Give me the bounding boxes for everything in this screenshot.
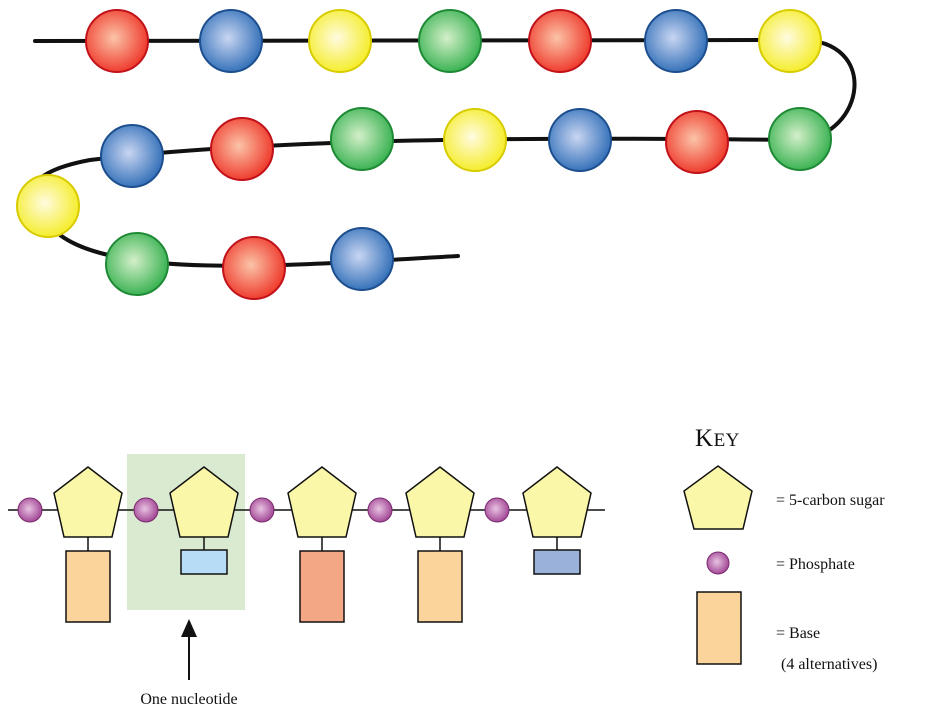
key-title: KEY: [695, 425, 740, 452]
bead-red: [222, 236, 286, 300]
sugar-pentagon: [53, 466, 123, 538]
legend-key: KEY = 5-carbon sugar = Phosphate = Base …: [683, 425, 885, 673]
phosphate-circle: [484, 497, 510, 523]
bead-green: [105, 232, 169, 296]
rectangle-icon: [696, 591, 742, 665]
bead-blue: [199, 9, 263, 73]
base-rectangle: [417, 550, 463, 623]
phosphate-circle: [17, 497, 43, 523]
sugar-pentagon: [287, 466, 357, 538]
bead-blue: [548, 108, 612, 172]
bead-blue: [644, 9, 708, 73]
polynucleotide-strand: [16, 9, 857, 300]
sugar-pentagon: [169, 466, 239, 538]
nucleotide-chain: One nucleotide: [8, 454, 605, 708]
sugar-pentagon: [522, 466, 592, 538]
nucleotide-caption: One nucleotide: [140, 691, 237, 708]
nucleotide-arrow: [181, 619, 197, 680]
sugar-pentagon: [405, 466, 475, 538]
bead-blue: [100, 124, 164, 188]
key-sublabel-base: (4 alternatives): [781, 656, 877, 673]
base-rectangle: [533, 549, 581, 575]
bead-yellow: [443, 108, 507, 172]
bead-yellow: [308, 9, 372, 73]
pentagon-icon: [683, 465, 753, 530]
bead-red: [85, 9, 149, 73]
bead-green: [768, 107, 832, 171]
bead-red: [210, 117, 274, 181]
key-label-base: = Base: [776, 625, 820, 642]
key-label-phosphate: = Phosphate: [776, 556, 855, 573]
bead-red: [665, 110, 729, 174]
base-rectangle: [65, 550, 111, 623]
bead-blue: [330, 227, 394, 291]
phosphate-circle: [367, 497, 393, 523]
bead-red: [528, 9, 592, 73]
key-label-sugar: = 5-carbon sugar: [776, 492, 885, 509]
bead-green: [330, 107, 394, 171]
base-rectangle: [180, 549, 228, 575]
phosphate-circle: [133, 497, 159, 523]
bead-green: [418, 9, 482, 73]
bead-yellow: [758, 9, 822, 73]
base-rectangle: [299, 550, 345, 623]
phosphate-circle: [249, 497, 275, 523]
bead-yellow: [16, 174, 80, 238]
circle-icon: [706, 551, 730, 575]
